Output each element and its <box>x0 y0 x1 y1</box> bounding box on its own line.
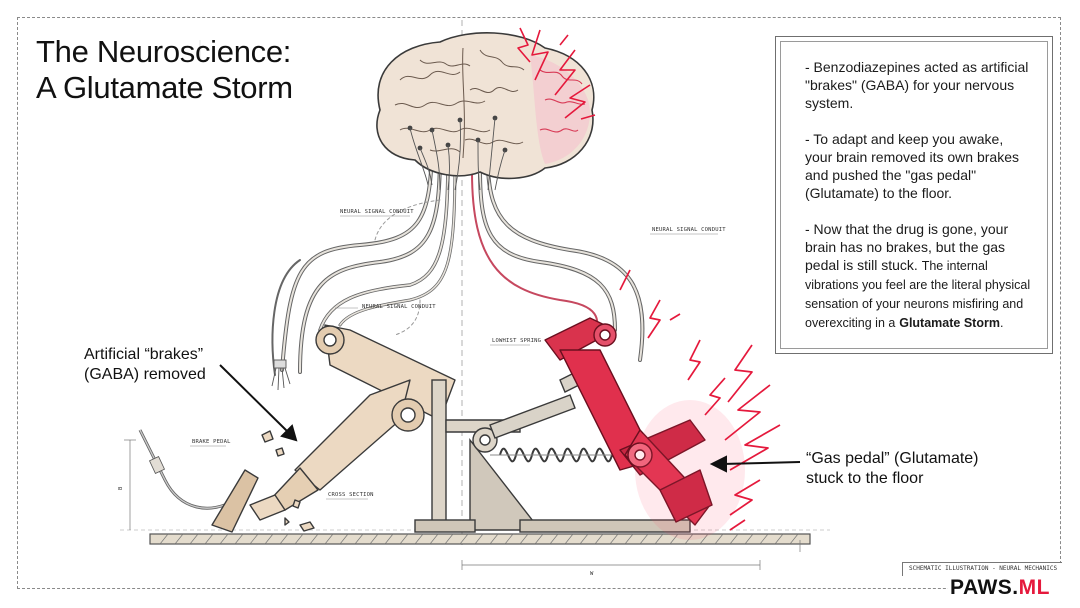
left-brake-cable <box>138 429 236 510</box>
brake-pedal-label: BRAKE PEDAL <box>192 439 231 445</box>
neural-signal-conduits <box>271 148 645 376</box>
brakes-callout-line-2: (GABA) removed <box>84 366 206 383</box>
glutamate-storm-bold: Glutamate Storm <box>899 316 1000 330</box>
explanation-paragraph-1: - Benzodiazepines acted as artificial "b… <box>805 59 1029 111</box>
conduit-label-right: NEURAL SIGNAL CONDUIT <box>652 227 726 233</box>
explanation-paragraph-2: - To adapt and keep you awake, your brai… <box>805 131 1019 201</box>
red-glow <box>635 400 745 540</box>
schematic-footer-label: SCHEMATIC ILLUSTRATION - NEURAL MECHANIC… <box>902 562 1062 576</box>
gas-callout-line-1: “Gas pedal” (Glutamate) <box>806 450 979 467</box>
title-line-1: The Neuroscience: <box>36 34 292 69</box>
gas-pedal-callout: “Gas pedal” (Glutamate) stuck to the flo… <box>806 449 1036 489</box>
title-line-2: A Glutamate Storm <box>36 70 293 105</box>
brakes-removed-callout: Artificial “brakes” (GABA) removed <box>84 345 264 385</box>
conduit-label-mid: NEURAL SIGNAL CONDUIT <box>362 304 436 310</box>
pedal-lightning <box>619 269 781 531</box>
ground-floor <box>120 529 830 545</box>
dimension-lines <box>124 439 801 570</box>
brain-lightning <box>517 27 596 120</box>
paragraph-3-main: - Now that the drug is gone, your brain … <box>805 221 1009 273</box>
brand-logo: PAWS.ML <box>948 574 1078 606</box>
callout-arrows <box>219 364 801 473</box>
dim-bottom-label: W <box>590 571 594 577</box>
central-pedal-mount <box>414 379 691 533</box>
brand-accent: ML <box>1018 576 1050 599</box>
paragraph-3-small: The internal vibrations you feel are the… <box>805 259 1031 330</box>
dashed-border-frame <box>17 17 1061 589</box>
spring-label: LOWHIST SPRING <box>492 338 541 344</box>
frayed-wire-ends <box>271 359 291 391</box>
brakes-callout-line-1: Artificial “brakes” <box>84 346 204 363</box>
broken-brake-pedal <box>211 324 456 533</box>
gas-callout-line-2: stuck to the floor <box>806 470 924 487</box>
explanation-box: - Benzodiazepines acted as artificial "b… <box>775 36 1053 354</box>
cross-section-label: CROSS SECTION <box>328 492 374 498</box>
paragraph-3-end: . <box>999 316 1004 330</box>
conduit-label-top-left: NEURAL SIGNAL CONDUIT <box>340 209 414 215</box>
brand-name: PAWS. <box>950 576 1019 599</box>
explanation-paragraph-3: - Now that the drug is gone, your brain … <box>805 220 1033 332</box>
dim-side-label: B <box>118 486 124 490</box>
page-title: The Neuroscience: A Glutamate Storm <box>36 34 356 106</box>
gas-pedal-red <box>544 317 713 526</box>
brain <box>376 32 595 191</box>
explanation-box-inner: - Benzodiazepines acted as artificial "b… <box>780 41 1048 349</box>
